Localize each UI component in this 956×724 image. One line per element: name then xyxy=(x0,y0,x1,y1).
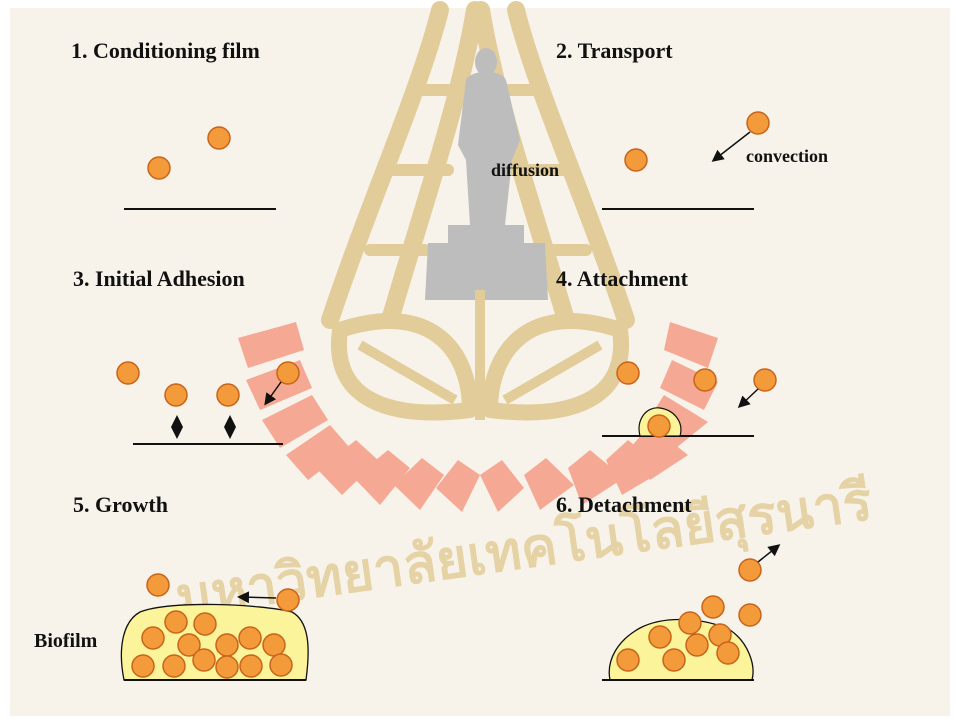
biofilm-label: Biofilm xyxy=(34,630,97,653)
cell xyxy=(216,634,238,656)
cell xyxy=(739,559,761,581)
stage3-drawing xyxy=(117,362,299,444)
cell xyxy=(717,642,739,664)
cell xyxy=(649,626,671,648)
detaching-cell-arrow xyxy=(758,546,778,562)
step-title-conditioning-film: 1. Conditioning film xyxy=(71,38,260,64)
step-title-attachment: 4. Attachment xyxy=(556,266,688,292)
cell xyxy=(686,634,708,656)
convection-arrow xyxy=(714,132,750,160)
cell xyxy=(648,415,670,437)
stage2-drawing xyxy=(602,112,769,209)
cell xyxy=(148,157,170,179)
cell xyxy=(165,611,187,633)
cell xyxy=(663,649,685,671)
cell xyxy=(163,655,185,677)
cell xyxy=(117,362,139,384)
cell xyxy=(216,656,238,678)
cell xyxy=(679,612,701,634)
step-title-growth: 5. Growth xyxy=(73,492,168,518)
incoming-cell-arrow xyxy=(740,389,758,406)
cell xyxy=(694,369,716,391)
stage6-drawing xyxy=(602,546,778,680)
cell xyxy=(208,127,230,149)
cell xyxy=(147,574,169,596)
cell xyxy=(270,654,292,676)
cell xyxy=(194,613,216,635)
cell xyxy=(240,655,262,677)
diffusion-label: diffusion xyxy=(491,160,559,181)
cell xyxy=(239,627,261,649)
cell xyxy=(747,112,769,134)
cell xyxy=(277,589,299,611)
step-title-transport: 2. Transport xyxy=(556,38,673,64)
cell xyxy=(617,362,639,384)
incoming-cell-arrow xyxy=(266,382,281,403)
stage1-drawing xyxy=(124,127,276,209)
cell xyxy=(702,596,724,618)
cell xyxy=(277,362,299,384)
cell xyxy=(217,384,239,406)
cell xyxy=(193,649,215,671)
cell xyxy=(739,604,761,626)
cell xyxy=(165,384,187,406)
stage4-drawing xyxy=(602,362,776,437)
cell xyxy=(625,149,647,171)
cell xyxy=(263,634,285,656)
convection-label: convection xyxy=(746,146,828,167)
cell xyxy=(754,369,776,391)
step-title-initial-adhesion: 3. Initial Adhesion xyxy=(73,266,245,292)
step-title-detachment: 6. Detachment xyxy=(556,492,692,518)
stage5-drawing xyxy=(121,574,308,680)
cell xyxy=(132,655,154,677)
cell xyxy=(142,627,164,649)
cell xyxy=(617,649,639,671)
incoming-cell-arrow xyxy=(240,597,276,598)
